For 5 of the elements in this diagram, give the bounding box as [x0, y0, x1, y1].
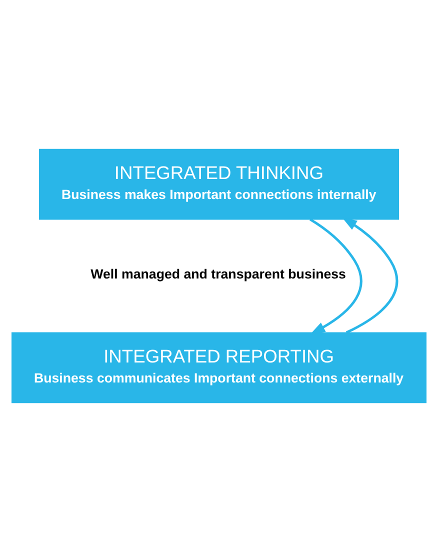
node-box: INTEGRATED THINKING Business makes Important connections internally [39, 148, 399, 220]
arrow [309, 218, 362, 334]
node-box: INTEGRATED REPORTING Business communicates Important connections externally [12, 332, 426, 404]
node-text: Well managed and transparent business [90, 266, 346, 282]
arrow [342, 217, 398, 334]
